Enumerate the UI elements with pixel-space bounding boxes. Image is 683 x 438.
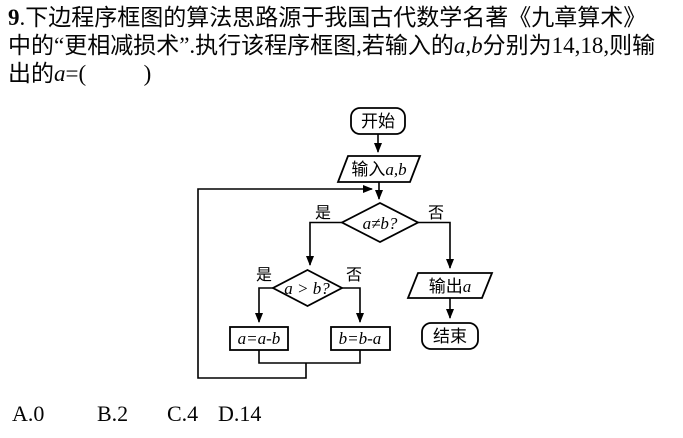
start-node <box>350 107 406 135</box>
assign-a-node <box>229 326 289 351</box>
option-d: D.14 <box>218 401 262 426</box>
decision1-node-label: a≠b? <box>363 214 398 233</box>
output-node-label: 输出a <box>429 277 472 296</box>
assign-b-node <box>330 326 391 351</box>
end-node <box>421 322 479 350</box>
decision2-yes-label: 是 <box>256 267 272 284</box>
connector-decision1-no <box>418 221 454 269</box>
assign-b-node-label: b=b-a <box>339 329 382 348</box>
question-line-3: 出的a=( ) <box>8 60 680 88</box>
decision1-yes-label: 是 <box>315 205 331 222</box>
question-line-2: 中的“更相减损术”.执行该程序框图,若输入的a,b分别为14,18,则输 <box>8 32 680 60</box>
option-c: C.4 <box>167 401 199 426</box>
connector-loop-back <box>197 185 373 379</box>
decision1-node <box>340 201 420 244</box>
decision2-node <box>271 268 344 308</box>
connector-assign-join <box>258 350 361 364</box>
question-line2-tail: 分别为14,18,则输 <box>482 33 656 58</box>
connector-decision2-yes <box>255 287 273 323</box>
question-text: 9.下边程序框图的算法思路源于我国古代数学名著《九章算术》 中的“更相减损术”.… <box>8 4 680 88</box>
question-answer-blank: =( ) <box>65 61 152 86</box>
question-line2-text: 中的“更相减损术”.执行该程序框图,若输入的 <box>8 33 454 58</box>
decision2-node-label: a > b? <box>284 279 330 298</box>
question-line3-variable: a <box>54 61 66 86</box>
decision1-no-label: 否 <box>428 205 444 222</box>
assign-a-node-label: a=a-b <box>238 329 281 348</box>
options-row: A.0 B.2 C.4 D.14 <box>0 401 683 431</box>
connector-decision2-no <box>342 287 364 323</box>
question-line2-variables: a,b <box>453 33 483 58</box>
input-node <box>336 155 422 183</box>
connector-decision1-yes <box>306 221 342 266</box>
output-node <box>406 272 494 299</box>
question-line1-text: .下边程序框图的算法思路源于我国古代数学名著《九章算术》 <box>19 5 647 30</box>
question-line-1: 9.下边程序框图的算法思路源于我国古代数学名著《九章算术》 <box>8 4 680 32</box>
start-node-label: 开始 <box>361 112 395 131</box>
question-line3-text: 出的 <box>8 61 54 86</box>
question-number: 9 <box>8 5 20 30</box>
end-node-label: 结束 <box>433 327 467 346</box>
decision2-no-label: 否 <box>346 267 362 284</box>
option-b: B.2 <box>97 401 129 426</box>
option-a: A.0 <box>12 401 45 426</box>
input-node-label: 输入a,b <box>351 160 406 179</box>
